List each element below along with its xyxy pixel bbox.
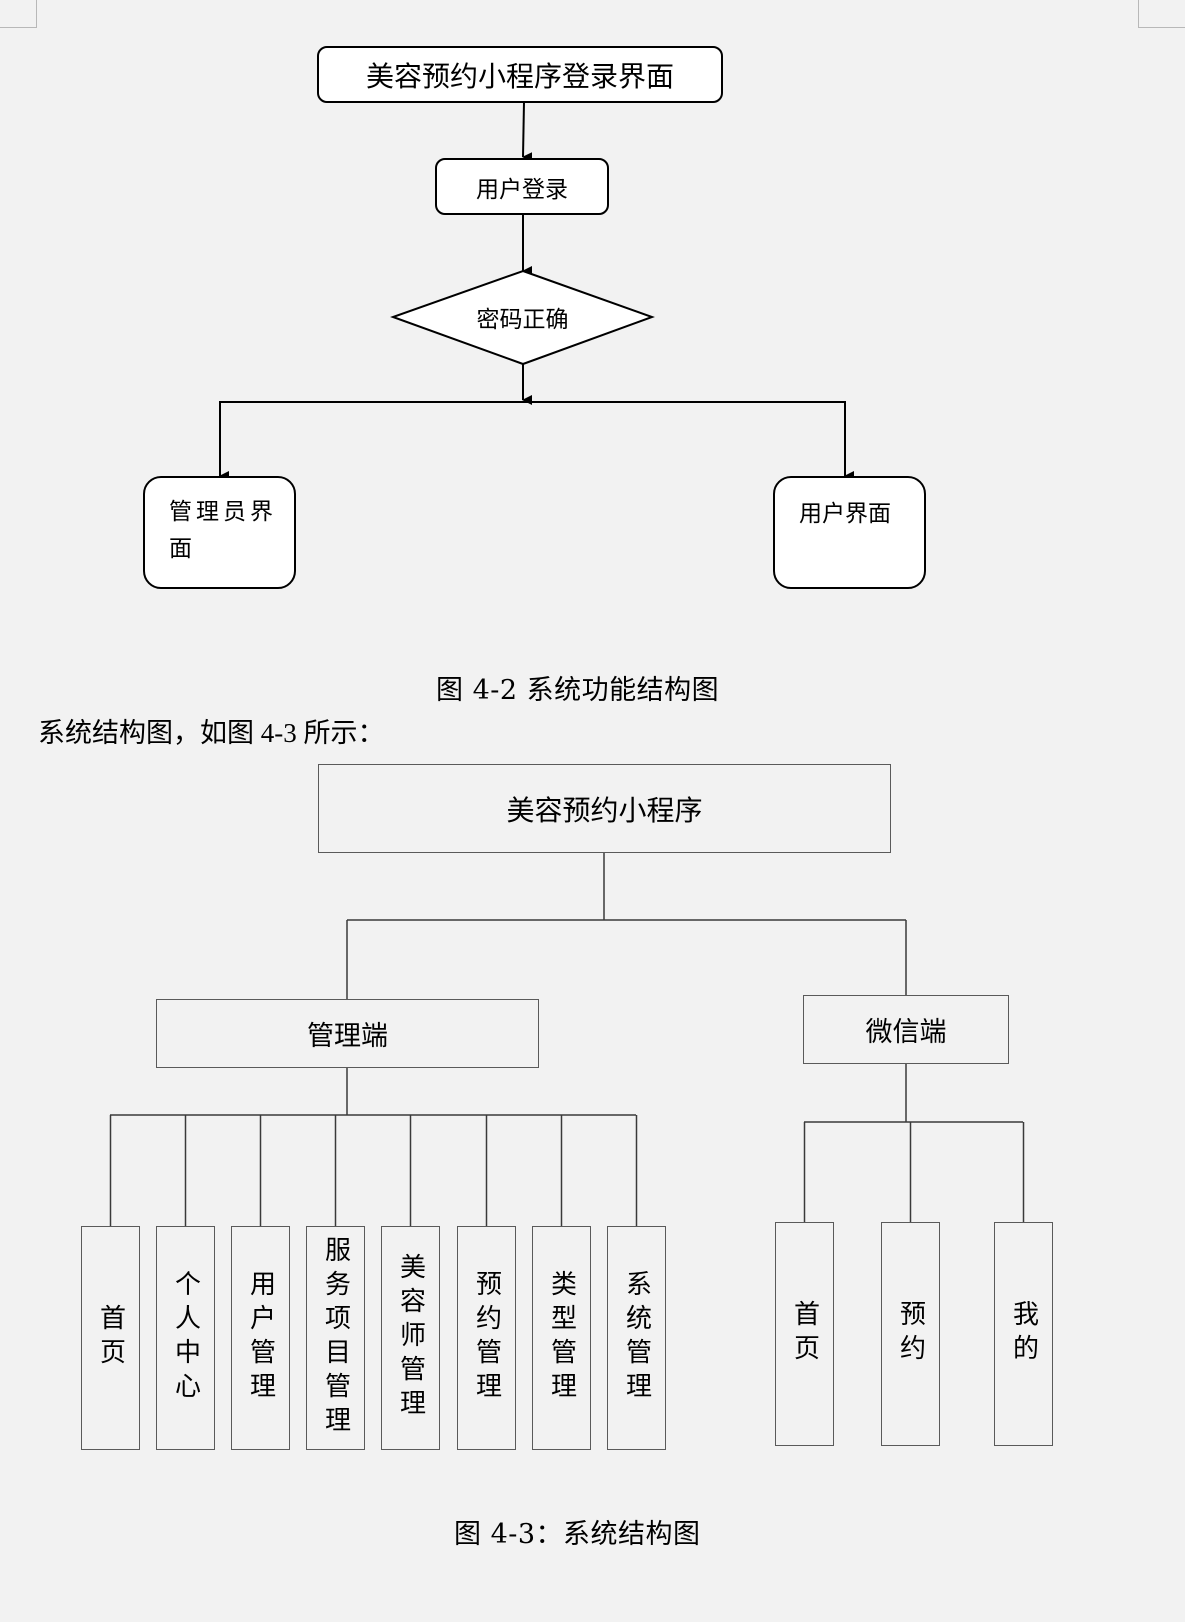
admin-leaf-node: 系统管理 [607, 1226, 666, 1450]
figure-4-3-caption: 图 4-3：系统结构图 [454, 1519, 701, 1550]
admin-leaf-node-label: 个人中心 [170, 1270, 201, 1406]
admin-leaf-node: 预约管理 [457, 1226, 516, 1450]
structure-root-label: 美容预约小程序 [506, 793, 703, 827]
arrow-start-to-login [522, 101, 533, 163]
flow-node-user-login: 用户登录 [435, 158, 609, 215]
admin-leaf-node: 服务项目管理 [306, 1226, 365, 1450]
flow-node-password-check: 密码正确 [393, 300, 652, 334]
admin-leaf-node: 类型管理 [532, 1226, 591, 1450]
flow-node-admin-interface: 管理员界 面 [143, 476, 296, 589]
structure-admin-node: 管理端 [156, 999, 539, 1068]
admin-leaf-node-label: 类型管理 [546, 1270, 577, 1406]
flow-node-user-interface-label: 用户界面 [799, 501, 891, 527]
flow-node-user-login-label: 用户登录 [476, 176, 568, 203]
structure-admin-label: 管理端 [307, 1021, 388, 1052]
admin-leaf-node-label: 预约管理 [471, 1270, 502, 1406]
structure-wechat-label: 微信端 [865, 1017, 947, 1048]
paragraph-text: 系统结构图，如图 4-3 所示： [38, 718, 385, 748]
admin-leaf-node-label: 服务项目管理 [320, 1236, 351, 1440]
admin-leaf-node: 首页 [81, 1226, 140, 1450]
wechat-leaf-node-label: 预约 [895, 1300, 926, 1368]
admin-leaf-node: 个人中心 [156, 1226, 215, 1450]
wechat-leaf-node-label: 我的 [1008, 1300, 1039, 1368]
crop-mark-top-right [1138, 0, 1185, 28]
decision-diamond [390, 269, 655, 366]
flowchart-connectors [219, 101, 854, 481]
wechat-leaf-node-label: 首页 [789, 1300, 820, 1368]
admin-leaf-node: 美容师管理 [381, 1226, 440, 1450]
admin-leaf-node-label: 首页 [95, 1304, 126, 1372]
admin-leaf-node-label: 用户管理 [245, 1270, 276, 1406]
admin-leaf-node-label: 系统管理 [621, 1270, 652, 1406]
structure-wechat-node: 微信端 [803, 995, 1009, 1064]
flow-node-login-screen: 美容预约小程序登录界面 [317, 46, 723, 103]
admin-leaf-node-label: 美容师管理 [395, 1253, 426, 1423]
wechat-leaf-node: 我的 [994, 1222, 1053, 1446]
crop-mark-top-left [0, 0, 37, 28]
flow-node-login-screen-label: 美容预约小程序登录界面 [365, 59, 674, 93]
admin-leaf-node: 用户管理 [231, 1226, 290, 1450]
flow-node-password-check-label: 密码正确 [476, 307, 569, 333]
flow-node-user-interface: 用户界面 [773, 476, 926, 589]
wechat-leaf-node: 首页 [775, 1222, 834, 1446]
figure-4-2-caption: 图 4-2 系统功能结构图 [436, 675, 720, 706]
flow-node-admin-interface-label: 管理员界 面 [169, 499, 277, 562]
structure-root-node: 美容预约小程序 [318, 764, 891, 853]
wechat-leaf-node: 预约 [881, 1222, 940, 1446]
